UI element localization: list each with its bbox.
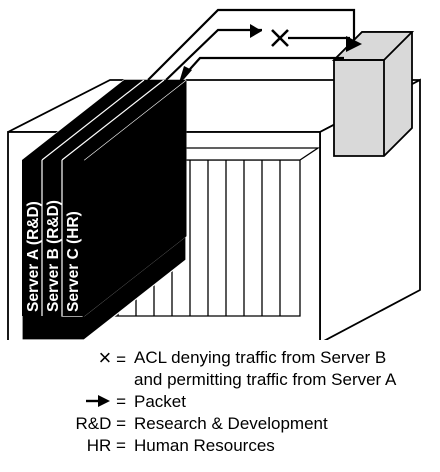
path-server-a [147, 8, 356, 81]
legend-desc-hr: Human Resources [134, 436, 275, 455]
legend-desc-packet: Packet [134, 392, 186, 411]
legend-desc-acl: ACL denying traffic from Server B [134, 348, 387, 367]
legend-key-rd: R&D = [75, 414, 126, 433]
server-b-label: Server B (R&D) [45, 200, 62, 312]
legend-equals: = [111, 392, 126, 411]
legend-desc-rd: Research & Development [134, 414, 328, 433]
acl-device [331, 31, 415, 157]
legend-key-acl: × = [0, 345, 126, 370]
legend-desc-acl-cont: and permitting traffic from Server A [134, 370, 397, 389]
legend-equals: = [111, 350, 126, 369]
x-icon: × [98, 345, 112, 370]
server-a-label: Server A (R&D) [25, 201, 42, 312]
legend: × = ACL denying traffic from Server B an… [0, 340, 440, 472]
server-c-label: Server C (HR) [65, 211, 82, 312]
legend-key-hr: HR = [86, 436, 126, 455]
arrowheads [178, 24, 362, 86]
acl-x-icon [271, 29, 289, 47]
arrow-icon [86, 395, 111, 407]
traffic-paths [147, 8, 356, 81]
legend-key-packet: = [0, 392, 126, 412]
path-server-b [165, 28, 262, 81]
path-server-c [181, 56, 344, 79]
network-diagram: Server A (R&D) Server B (R&D) Server C (… [7, 8, 421, 340]
